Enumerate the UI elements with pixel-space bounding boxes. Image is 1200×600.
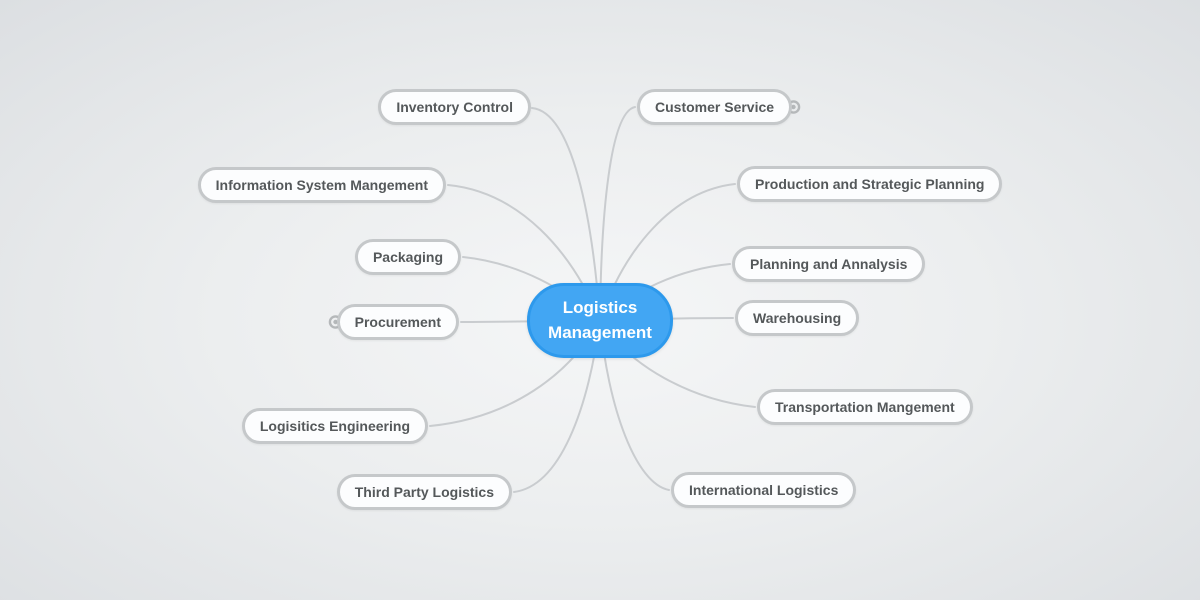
node-planning-and-annalysis[interactable]: Planning and Annalysis: [732, 246, 926, 282]
node-procurement[interactable]: Procurement: [336, 304, 459, 340]
node-warehousing[interactable]: Warehousing: [735, 300, 860, 336]
node-third-party-logistics[interactable]: Third Party Logistics: [336, 474, 512, 510]
node-information-system-mangement[interactable]: Information System Mangement: [197, 167, 446, 203]
node-transportation-mangement[interactable]: Transportation Mangement: [757, 389, 973, 425]
node-customer-service[interactable]: Customer Service: [637, 89, 793, 125]
node-international-logistics[interactable]: International Logistics: [671, 472, 857, 508]
node-inventory-control[interactable]: Inventory Control: [378, 89, 531, 125]
node-logisitics-engineering[interactable]: Logisitics Engineering: [241, 408, 428, 444]
connector-line: [599, 106, 636, 321]
connector-line: [531, 107, 601, 321]
root-node-label-line1: Logistics: [562, 298, 638, 318]
root-node-logistics-management[interactable]: Logistics Management: [527, 283, 673, 358]
node-production-and-strategic-planning[interactable]: Production and Strategic Planning: [737, 166, 1003, 202]
node-packaging[interactable]: Packaging: [354, 239, 461, 275]
root-node-label-line2: Management: [548, 322, 652, 342]
